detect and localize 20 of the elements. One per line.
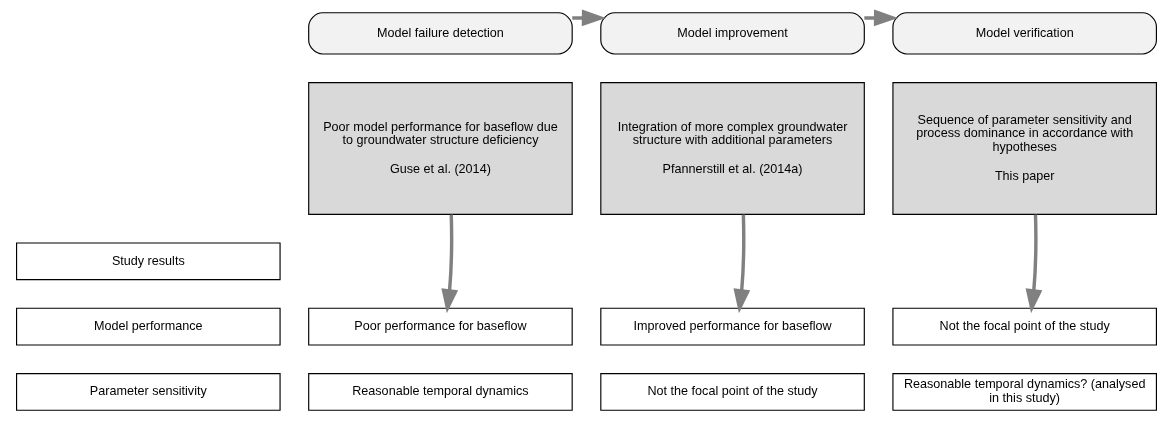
node-box: Reasonable temporal dynamics? (analysed in this study)	[892, 373, 1157, 411]
arrow	[1025, 214, 1043, 314]
node-box: Poor model performance for baseflow due to groundwater structure deficiency Guse et al. (2014)	[308, 82, 573, 215]
node-box: Model improvement	[600, 12, 865, 55]
node-box: Improved performance for baseflow	[600, 307, 865, 346]
arrow	[441, 214, 459, 314]
node-box: Model verification	[892, 12, 1157, 55]
node-box: Reasonable temporal dynamics	[308, 373, 573, 411]
node-box: Model failure detection	[308, 12, 573, 55]
arrow	[864, 9, 899, 27]
node-box: Integration of more complex groundwater structure with additional parameters Pfannerstill et al. (2014a)	[600, 82, 865, 215]
arrow	[733, 214, 751, 314]
node-box: Model performance	[16, 307, 281, 346]
node-box: Study results	[16, 242, 281, 281]
node-box: Sequence of parameter sensitivity and process dominance in accordance with hypotheses This paper	[892, 82, 1157, 215]
node-box: Parameter sensitivity	[16, 373, 281, 411]
arrow	[572, 9, 606, 27]
node-box: Poor performance for baseflow	[308, 307, 573, 346]
node-box: Not the focal point of the study	[600, 373, 865, 411]
node-box: Not the focal point of the study	[892, 307, 1157, 346]
